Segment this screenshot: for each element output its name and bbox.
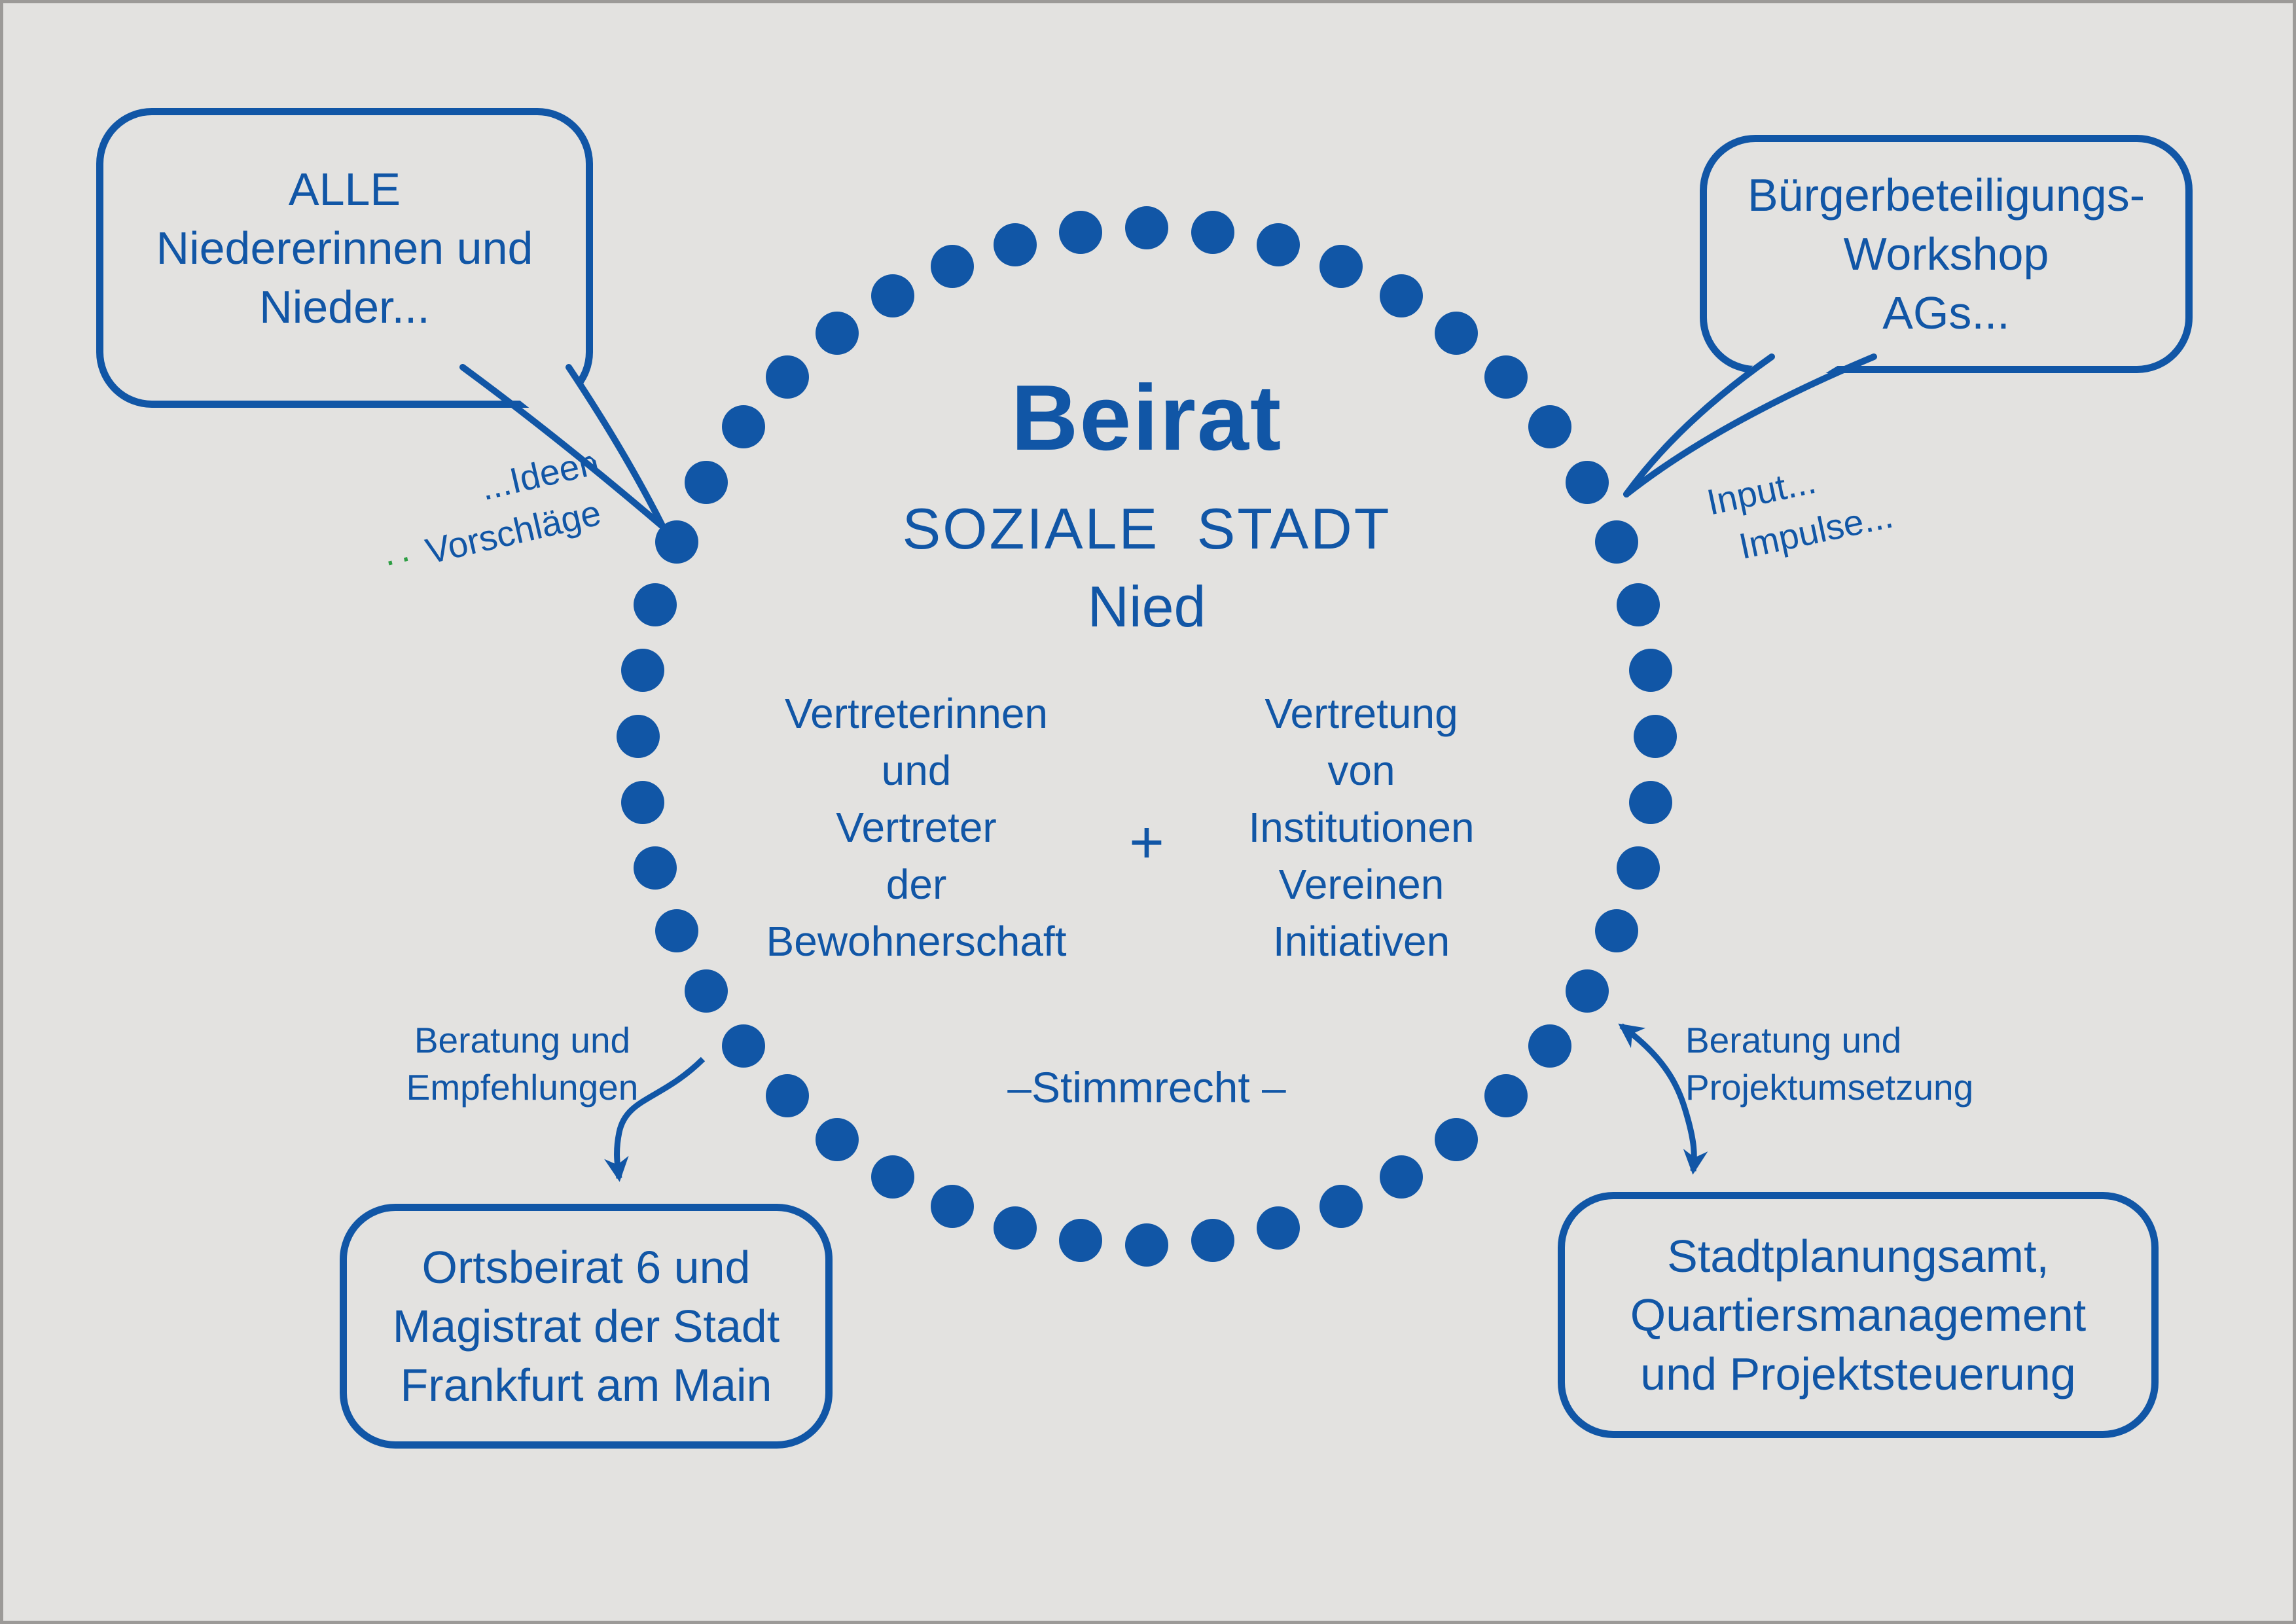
ring-dot <box>617 715 660 758</box>
box-ortsbeirat-magistrat: Ortsbeirat 6 und Magistrat der Stadt Fra… <box>340 1204 833 1449</box>
column-line: Institutionen <box>1248 804 1475 851</box>
ring-dot <box>1616 583 1660 626</box>
ring-dot <box>1435 1118 1478 1162</box>
ring-dot <box>655 520 699 564</box>
circle-subtitle-nied: Nied <box>1087 574 1206 639</box>
box-line: Frankfurt am Main <box>400 1360 772 1411</box>
ring-dot <box>1594 520 1638 564</box>
box-line: Stadtplanungsamt, <box>1667 1231 2049 1282</box>
right-arrow-label: Beratung und Projektumsetzung <box>1685 1017 2039 1111</box>
institutions-column: Vertretung von Institutionen Vereinen In… <box>1214 685 1509 970</box>
right-double-arrow <box>1618 1023 1708 1175</box>
ring-dot <box>765 1074 809 1118</box>
bubble-line: Niedererinnen und <box>156 223 533 274</box>
bubble-line: Workshop <box>1843 228 2049 280</box>
box-line: Ortsbeirat 6 und <box>422 1242 751 1293</box>
ring-dot <box>1435 311 1478 355</box>
ring-dot <box>815 311 859 355</box>
column-line: Initiativen <box>1272 918 1450 965</box>
column-line: Bewohnerschaft <box>766 918 1067 965</box>
box-line: Magistrat der Stadt <box>392 1301 780 1352</box>
ring-dot <box>634 846 677 890</box>
circle-title: Beirat <box>1011 366 1283 470</box>
ring-dot <box>1319 1184 1363 1228</box>
ring-dot <box>765 355 809 399</box>
ring-dot <box>1629 648 1673 692</box>
ring-dot <box>1125 206 1168 249</box>
ring-dot <box>1484 355 1528 399</box>
ring-dot <box>993 223 1037 267</box>
ring-dot <box>993 1206 1037 1250</box>
ring-dot <box>1528 1024 1572 1068</box>
ring-dot <box>1257 223 1300 267</box>
bubble-line: AGs... <box>1882 287 2010 338</box>
ring-dot <box>930 1184 974 1228</box>
ring-dot <box>655 909 699 953</box>
ring-dot <box>930 245 974 289</box>
ring-dot <box>721 1024 765 1068</box>
ring-dot <box>634 583 677 626</box>
ring-dot <box>1058 1219 1102 1263</box>
box-line: Quartiersmanagement <box>1630 1290 2087 1341</box>
label-line: Beratung und <box>1685 1020 1902 1060</box>
plus-sign: + <box>1129 809 1164 876</box>
ring-dot <box>620 781 664 825</box>
green-dots-mark: ·· <box>379 534 420 582</box>
ring-dot <box>1629 781 1673 825</box>
ring-dot <box>1191 210 1235 254</box>
ring-dot <box>1058 210 1102 254</box>
column-line: Vertreterinnen <box>784 690 1049 737</box>
label-line: Projektumsetzung <box>1685 1067 1974 1108</box>
speech-bubble-all-residents: ALLE Niedererinnen und Nieder... <box>96 108 593 408</box>
ring-dot <box>721 405 765 448</box>
bubble-line: ALLE <box>288 164 401 215</box>
input-impulse-note: Input... Impulse... <box>1702 441 1897 575</box>
bubble-line: Bürgerbeteiligungs- <box>1747 170 2145 221</box>
ring-dot <box>1616 846 1660 890</box>
ring-dot <box>685 969 728 1013</box>
ring-dot <box>1565 969 1609 1013</box>
column-line: der <box>886 861 947 908</box>
box-stadtplanungsamt: Stadtplanungsamt, Quartiersmanagement un… <box>1558 1192 2159 1438</box>
ring-dot <box>815 1118 859 1162</box>
ring-dot <box>1528 405 1572 448</box>
ring-dot <box>1594 909 1638 953</box>
ring-dot <box>870 274 914 318</box>
ring-dot <box>620 648 664 692</box>
residents-column: Vertreterinnen und Vertreter der Bewohne… <box>736 685 1096 970</box>
column-line: Vertreter <box>836 804 997 851</box>
ring-dot <box>1379 1155 1423 1199</box>
speech-bubble-citizen-participation: Bürgerbeteiligungs- Workshop AGs... <box>1700 135 2193 373</box>
ring-dot <box>1191 1219 1235 1263</box>
ideen-vorschlaege-note: ...Ideen ··Vorschläge <box>367 437 615 586</box>
column-line: und <box>881 747 952 794</box>
label-line: Beratung und <box>414 1020 631 1060</box>
bubble-line: Nieder... <box>259 281 430 333</box>
voting-right-note: –Stimmrecht – <box>1007 1063 1286 1111</box>
left-arrow-label: Beratung und Empfehlungen <box>368 1017 676 1111</box>
column-line: Vertretung <box>1265 690 1458 737</box>
column-line: Vereinen <box>1278 861 1444 908</box>
ring-dot <box>1125 1223 1168 1267</box>
ring-dot <box>1565 460 1609 504</box>
ring-dot <box>1257 1206 1300 1250</box>
ring-dot <box>1319 245 1363 289</box>
circle-subtitle-soziale-stadt: SOZIALE STADT <box>902 496 1391 561</box>
ring-dot <box>1379 274 1423 318</box>
label-line: Empfehlungen <box>406 1067 639 1108</box>
ring-dot <box>1634 715 1677 758</box>
box-line: und Projektsteuerung <box>1640 1348 2076 1399</box>
column-line: von <box>1327 747 1395 794</box>
ring-dot <box>1484 1074 1528 1118</box>
ring-dot <box>870 1155 914 1199</box>
ring-dot <box>685 460 728 504</box>
